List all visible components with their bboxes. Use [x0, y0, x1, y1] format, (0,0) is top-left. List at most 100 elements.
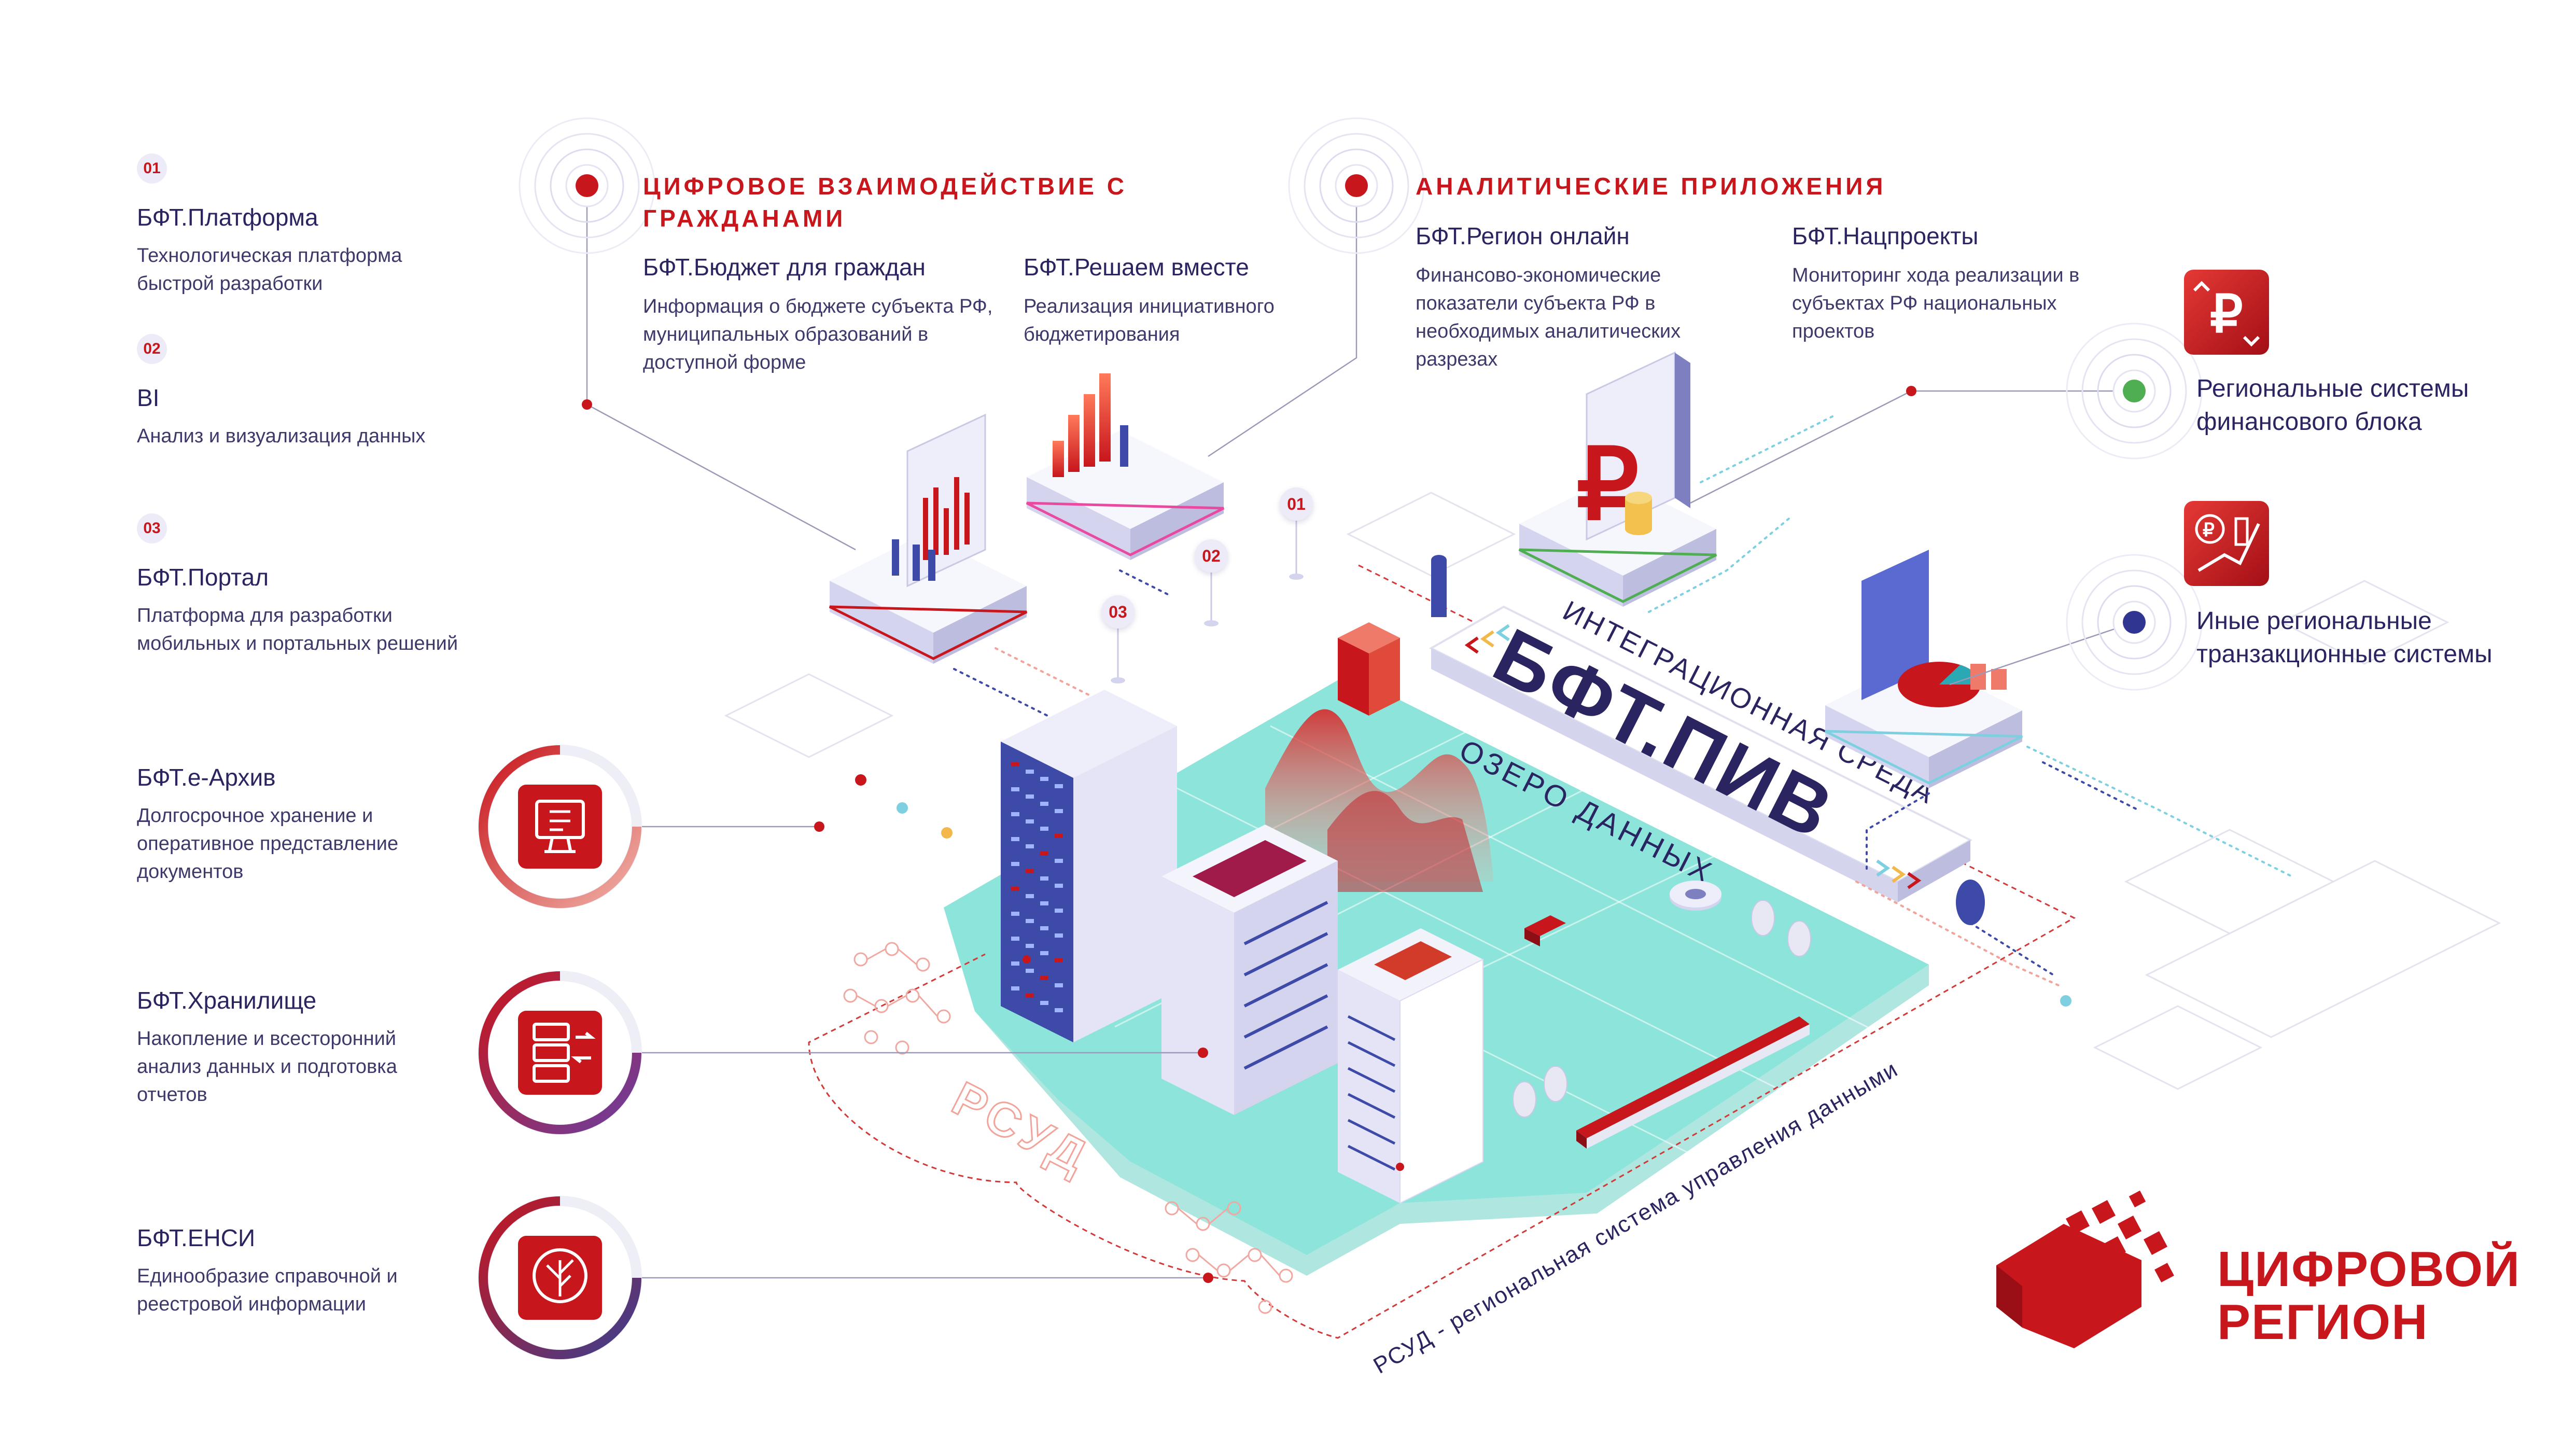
- rack-light: [1026, 770, 1034, 774]
- ensi-title: БФТ.ЕНСИ: [137, 1224, 256, 1251]
- platform-resolve-together: [1026, 373, 1225, 560]
- rack-light: [1040, 926, 1048, 930]
- pulse-finance: [2066, 323, 2203, 459]
- storage-ring-warehouse: [478, 971, 642, 1135]
- brand-logo-mark: [1996, 1190, 2174, 1348]
- storage-ring-archive: [478, 745, 642, 909]
- svg-text:₽: ₽: [2203, 519, 2215, 540]
- rack-light: [1040, 777, 1048, 781]
- portal-title: БФТ.Портал: [137, 564, 269, 591]
- rack-light: [1055, 859, 1063, 863]
- ruble-chart-icon: [2184, 501, 2269, 586]
- pulse-citizens: [519, 117, 655, 254]
- rack-light: [1040, 976, 1048, 980]
- finance-block-icon-bg: ₽: [2184, 270, 2269, 355]
- server-rack-large: [1001, 690, 1177, 1042]
- resolve-together-title: БФТ.Решаем вместе: [1024, 254, 1249, 281]
- bi-desc: Анализ и визуализация данных: [137, 425, 426, 447]
- rack-light: [1040, 951, 1048, 955]
- tree-network-icon: [518, 1236, 602, 1320]
- budget-citizens-desc: Информация о бюджете субъекта РФ, муници…: [643, 296, 993, 373]
- transaction-icon-bg: ₽: [2184, 501, 2269, 586]
- rack-light: [1040, 827, 1048, 831]
- platform-region-online: ₽: [1518, 351, 1717, 607]
- integration-banner: [1429, 605, 1973, 902]
- analytics-section-title: АНАЛИТИЧЕСКИЕ ПРИЛОЖЕНИЯ: [1416, 173, 1886, 200]
- citizens-section-title: ЦИФРОВОЕ ВЗАИМОДЕЙСТВИЕ С ГРАЖДАНАМИ: [643, 173, 1127, 232]
- ruble-arrows-icon: [2184, 270, 2269, 355]
- server-tower-front: [1338, 928, 1483, 1204]
- map-marker-03: 03: [1101, 595, 1135, 629]
- rack-light: [1011, 887, 1019, 891]
- rack-light: [1055, 909, 1063, 913]
- rack-light: [1011, 837, 1019, 841]
- portal-desc: Платформа для разработки мобильных и пор…: [137, 605, 458, 654]
- torus-object: [1670, 881, 1721, 911]
- rack-light: [1011, 961, 1019, 966]
- map-marker-02: 02: [1195, 539, 1228, 573]
- server-transfer-icon: [518, 1011, 602, 1095]
- rack-light: [1026, 919, 1034, 923]
- svg-text:₽: ₽: [2210, 285, 2243, 343]
- natprojects-title: БФТ.Нацпроекты: [1792, 222, 1979, 249]
- storage-ring-ensi: [478, 1196, 642, 1360]
- rack-light: [1011, 937, 1019, 941]
- trees: [1513, 900, 1811, 1118]
- rack-light: [1011, 862, 1019, 866]
- pulse-analytics: [1288, 117, 1425, 254]
- item-number-01: 01: [137, 154, 167, 184]
- ensi-desc: Единообразие справочной и реестровой инф…: [137, 1265, 398, 1315]
- platform-national-projects: [1824, 550, 2023, 788]
- rack-light: [1055, 834, 1063, 838]
- rack-light: [1040, 852, 1048, 856]
- warehouse-desc: Накопление и всесторонний анализ данных …: [137, 1028, 397, 1106]
- leader-lines: [586, 186, 2135, 1279]
- platform-citizens-budget: [829, 413, 1028, 664]
- rack-light: [1011, 986, 1019, 990]
- blue-tree: [1956, 880, 1985, 925]
- rack-light: [1040, 1001, 1048, 1005]
- rack-light: [1055, 784, 1063, 788]
- brand-line-1: ЦИФРОВОЙ: [2217, 1241, 2521, 1297]
- rack-light: [1040, 876, 1048, 881]
- rack-light: [1055, 983, 1063, 987]
- rack-light: [1011, 912, 1019, 916]
- map-marker-01: 01: [1280, 487, 1313, 521]
- region-online-title: БФТ.Регион онлайн: [1416, 222, 1630, 249]
- chevron-left-icons: [1464, 624, 1510, 654]
- region-online-desc: Финансово-экономические показатели субъе…: [1416, 264, 1681, 370]
- finance-systems-title: Региональные системы финансового блока: [2196, 375, 2469, 436]
- resolve-together-desc: Реализация инициативного бюджетирования: [1024, 296, 1275, 345]
- platform-desc: Технологическая платформа быстрой разраб…: [137, 245, 402, 295]
- rack-light: [1055, 1008, 1063, 1012]
- rack-light: [1026, 969, 1034, 973]
- background-iso-tiles: [724, 492, 2501, 1090]
- warehouse-title: БФТ.Хранилище: [137, 987, 317, 1014]
- rack-light: [1026, 844, 1034, 848]
- rack-light: [1026, 794, 1034, 799]
- brand-line-2: РЕГИОН: [2217, 1294, 2429, 1350]
- rack-light: [1026, 994, 1034, 998]
- document-monitor-icon: [518, 785, 602, 869]
- rack-light: [1011, 762, 1019, 766]
- rack-light: [1040, 901, 1048, 905]
- dotted-connectors: [953, 414, 2293, 986]
- rack-light: [1055, 958, 1063, 962]
- rack-light: [1055, 809, 1063, 813]
- rsud-circuit-pattern: [843, 942, 1293, 1314]
- rack-lights: [1011, 762, 1063, 1012]
- rack-light: [1055, 933, 1063, 938]
- natprojects-desc: Мониторинг хода реализации в субъектах Р…: [1792, 264, 2080, 342]
- car: [1524, 915, 1566, 946]
- pulse-transactional: [2066, 554, 2203, 691]
- rack-light: [1026, 819, 1034, 824]
- leader-line-dots: [582, 386, 1916, 1283]
- rack-light: [1055, 884, 1063, 888]
- budget-citizens-title: БФТ.Бюджет для граждан: [643, 254, 926, 281]
- blue-tower: [1431, 555, 1447, 617]
- rack-light: [1011, 812, 1019, 816]
- rack-light: [1026, 944, 1034, 948]
- transaction-systems-title: Иные региональные транзакционные системы: [2196, 607, 2493, 668]
- rack-light: [1026, 894, 1034, 898]
